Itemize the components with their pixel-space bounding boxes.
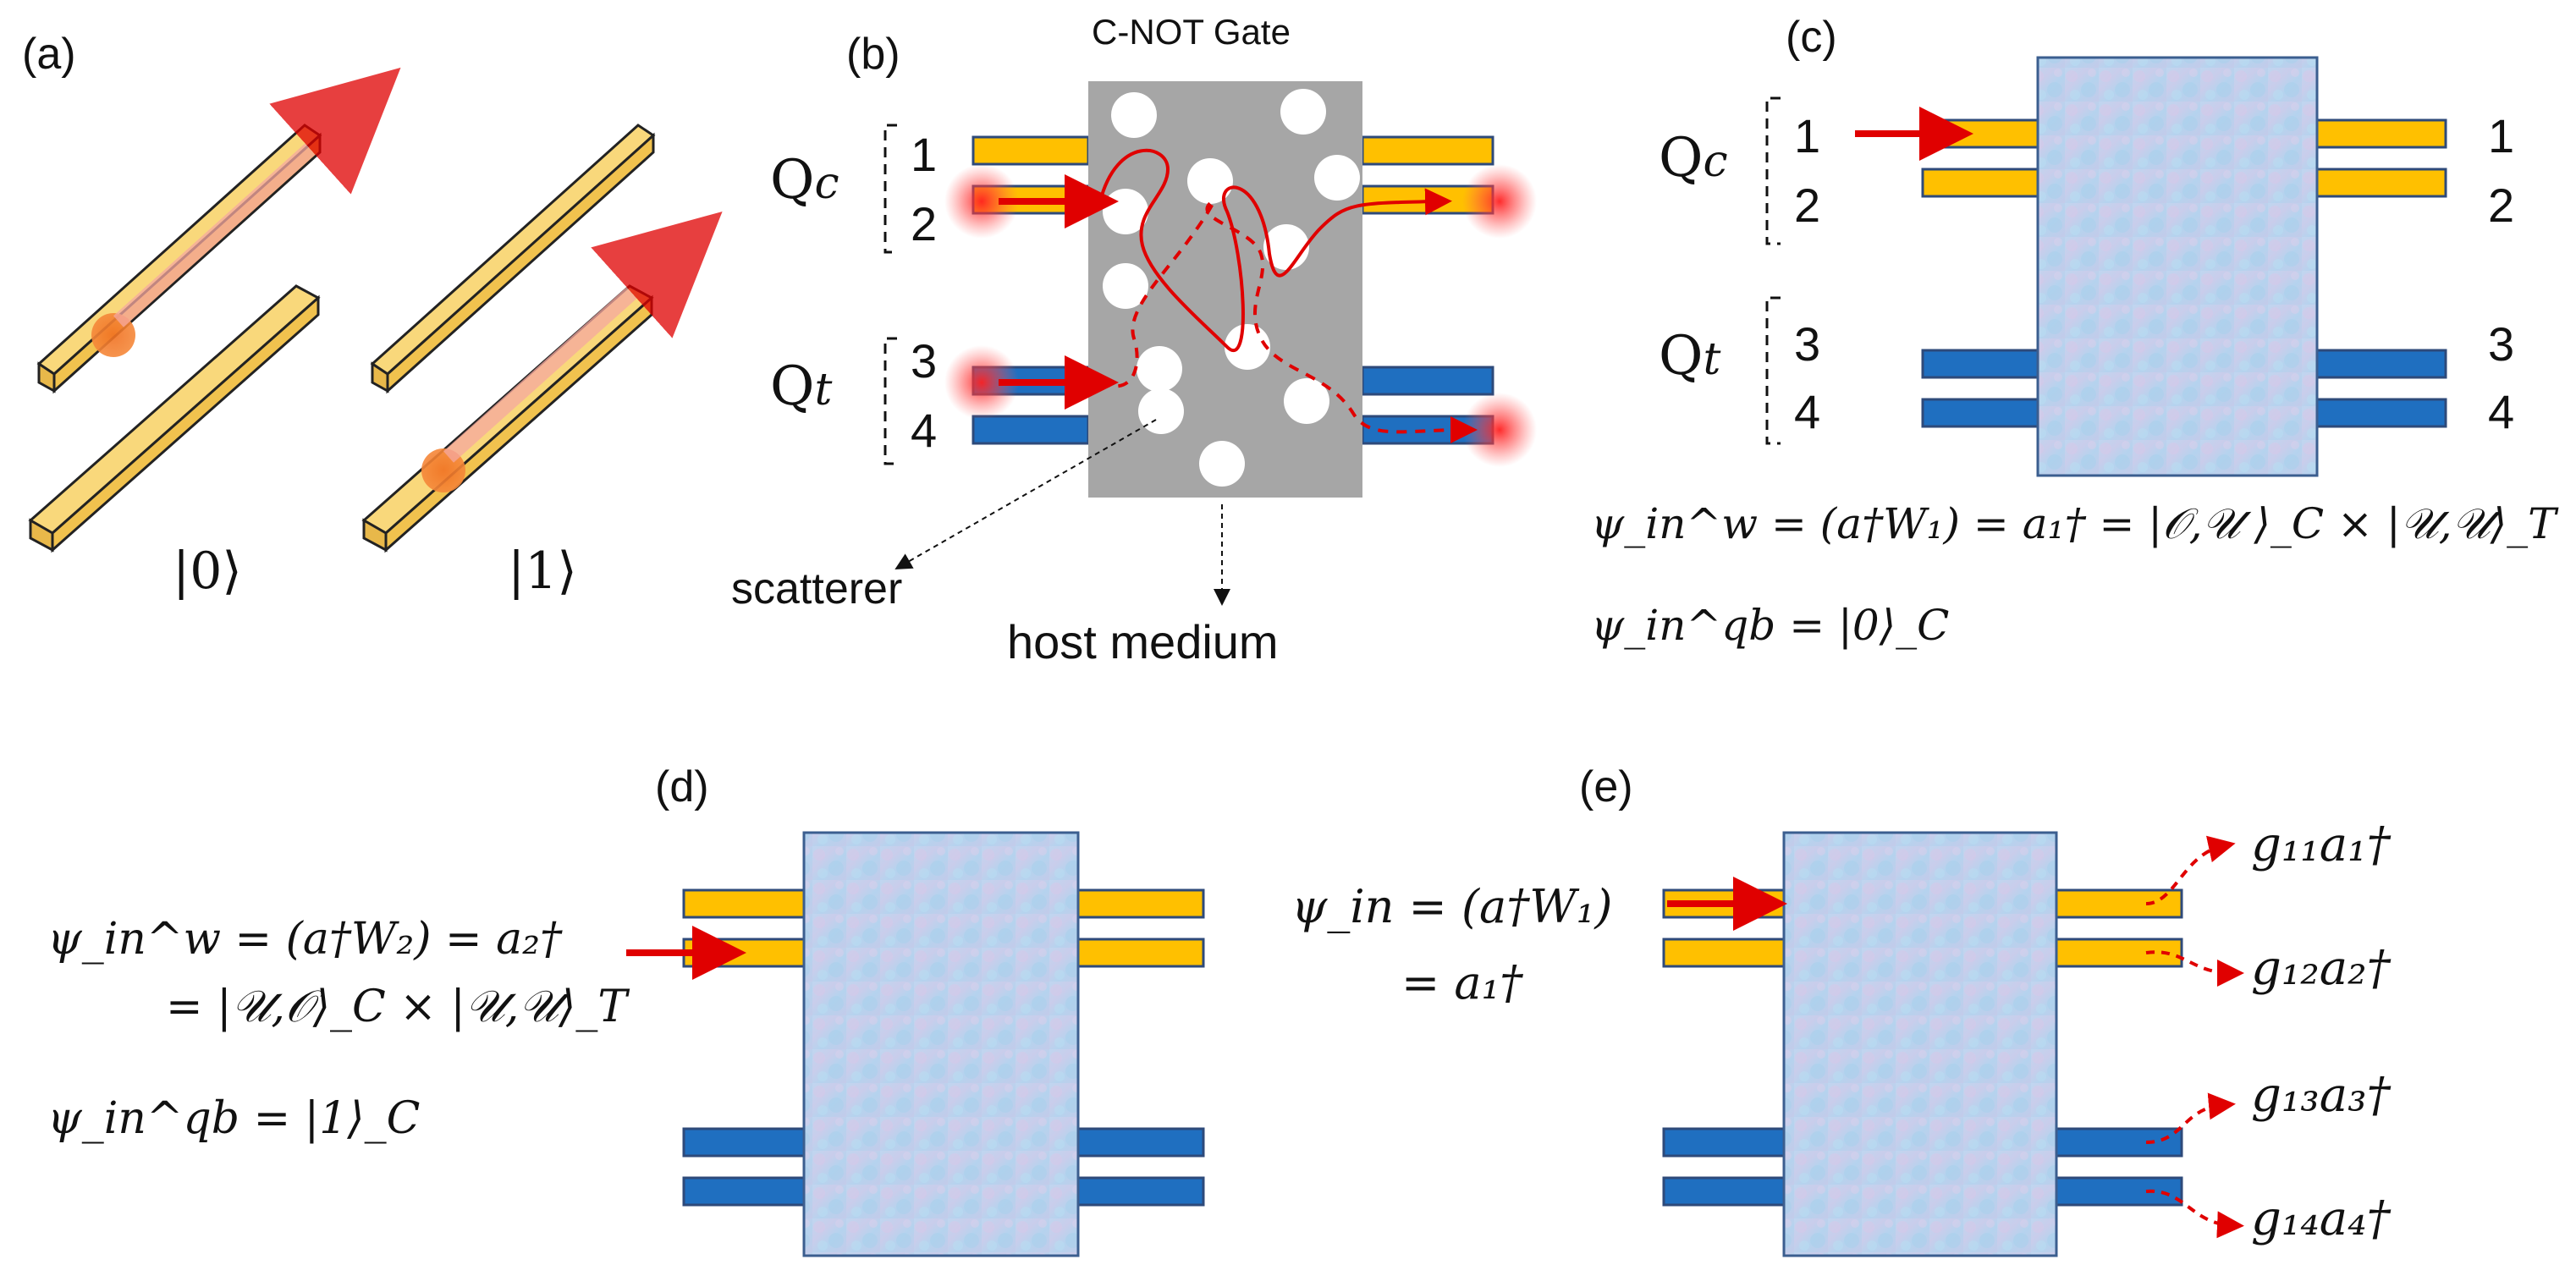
scatterer	[1225, 324, 1270, 370]
equation-waveguide-input: ψ_in^w = (a†W₁) = a₁† = |𝒪,𝒰 ⟩_C × |𝒰,𝒰⟩…	[1591, 499, 2557, 548]
waveguide-port-4-left	[972, 415, 1090, 445]
waveguide-port-2-right	[1076, 938, 1205, 968]
scatterer	[1137, 346, 1182, 392]
input-glow	[944, 345, 1019, 420]
output-amplitude-4: g₁₄a₄†	[2251, 1191, 2391, 1246]
port-2-label-right: 2	[2488, 179, 2515, 232]
port-1-label: 1	[911, 128, 938, 181]
scatterer	[1314, 155, 1360, 201]
waveguide-port-1-right	[2315, 118, 2447, 149]
port-4-label: 4	[911, 404, 938, 457]
waveguide-port-4-left	[1921, 398, 2039, 428]
waveguide-port-3-right	[2055, 1127, 2183, 1158]
qc-label: Qc	[770, 149, 839, 212]
disordered-medium	[2036, 56, 2319, 477]
output-amplitude-2: g₁₂a₂†	[2251, 941, 2391, 996]
panel-e	[1662, 831, 2244, 1257]
panel-a	[28, 67, 723, 553]
scatterer	[1284, 378, 1329, 424]
target-photon-path	[1099, 199, 1478, 444]
equation-waveguide-input-cont: = |𝒰,𝒪⟩_C × |𝒰,𝒰⟩_T	[166, 982, 628, 1032]
panel-b-title: C-NOT Gate	[1092, 12, 1291, 52]
scatterer	[1103, 263, 1148, 309]
waveguide-port-3-left	[1921, 349, 2039, 379]
panel-b	[883, 81, 1537, 606]
panel-c	[1765, 56, 2447, 477]
panel-c-label: (c)	[1786, 13, 1837, 62]
scatterer	[1187, 158, 1233, 204]
output-glow	[1462, 164, 1537, 239]
waveguide-port-3-right	[1076, 1127, 1205, 1158]
output-arrow-2	[2145, 950, 2244, 987]
output-arrow-4	[2145, 1189, 2244, 1239]
scatterer-pointer	[894, 419, 1157, 569]
port-4-label-right: 4	[2488, 385, 2515, 438]
equation-qubit-input: ψ_in^qb = |0⟩_C	[1591, 601, 1950, 650]
waveguide-port-1-left	[972, 135, 1090, 166]
waveguide-port-2-right	[2315, 168, 2447, 198]
equation-waveguide-input: ψ_in^w = (a†W₂) = a₂†	[47, 914, 562, 965]
panel-d-label: (d)	[655, 762, 709, 811]
equation-qubit-input: ψ_in^qb = |1⟩_C	[47, 1093, 421, 1144]
waveguide-port-4-left	[1662, 1176, 1786, 1207]
scatterer	[1280, 89, 1326, 135]
waveguide-port-3-left	[1662, 1127, 1786, 1158]
qc-brace	[1765, 96, 1781, 245]
waveguide-port-4-right	[1076, 1176, 1205, 1207]
scatterer	[1199, 441, 1245, 487]
waveguide-port-3-right	[2315, 349, 2447, 379]
qt-brace	[883, 337, 899, 465]
equation-input-cont: = a₁†	[1401, 956, 1523, 1009]
qt-brace	[1765, 296, 1781, 445]
panel-b-label: (b)	[846, 30, 900, 79]
waveguide-port-4-right	[2315, 398, 2447, 428]
port-3-label-left: 3	[1794, 317, 1821, 371]
waveguide-port-1-left	[682, 888, 806, 919]
panel-a-label: (a)	[22, 30, 76, 79]
disordered-medium	[1782, 831, 2058, 1257]
equation-input: ψ_in = (a†W₁)	[1291, 880, 1613, 933]
waveguide-port-2-left	[1662, 938, 1786, 968]
port-3-label: 3	[911, 334, 938, 388]
waveguide-port-1-right	[1361, 135, 1494, 166]
scatterer	[1138, 388, 1184, 434]
waveguide-port-1-right	[1076, 888, 1205, 919]
port-4-label-left: 4	[1794, 385, 1821, 438]
panel-e-label: (e)	[1579, 762, 1633, 811]
port-3-label-right: 3	[2488, 317, 2515, 371]
qt-label: Qt	[1659, 325, 1721, 388]
output-amplitude-3: g₁₃a₃†	[2251, 1068, 2391, 1123]
scatterer	[1111, 92, 1157, 138]
port-1-label-left: 1	[1794, 109, 1821, 162]
ket-one: |1⟩	[508, 542, 577, 601]
disordered-medium	[802, 831, 1080, 1257]
port-2-label-left: 2	[1794, 179, 1821, 232]
panel-d	[626, 831, 1205, 1257]
propagation-arrow	[113, 67, 401, 327]
waveguide-bar	[370, 124, 656, 394]
ket-zero: |0⟩	[173, 542, 242, 601]
waveguide-bar	[361, 284, 654, 553]
port-1-label-right: 1	[2488, 109, 2515, 162]
waveguide-port-3-right	[1361, 366, 1494, 396]
input-glow	[944, 164, 1019, 239]
propagation-arrow	[443, 211, 723, 463]
output-glow	[1462, 393, 1537, 467]
control-photon-path	[1098, 148, 1452, 352]
port-2-label: 2	[911, 197, 938, 250]
qt-label: Qt	[770, 355, 833, 418]
qc-brace	[883, 124, 899, 254]
output-amplitude-1: g₁₁a₁†	[2251, 817, 2391, 872]
waveguide-bar	[28, 284, 321, 553]
host-medium-label: host medium	[1007, 615, 1279, 668]
waveguide-port-4-left	[682, 1176, 806, 1207]
scatterer-label: scatterer	[731, 564, 903, 613]
waveguide-port-2-left	[1921, 168, 2039, 198]
waveguide-port-3-left	[682, 1127, 806, 1158]
qc-label: Qc	[1659, 127, 1728, 190]
waveguide-port-1-right	[2055, 888, 2183, 919]
